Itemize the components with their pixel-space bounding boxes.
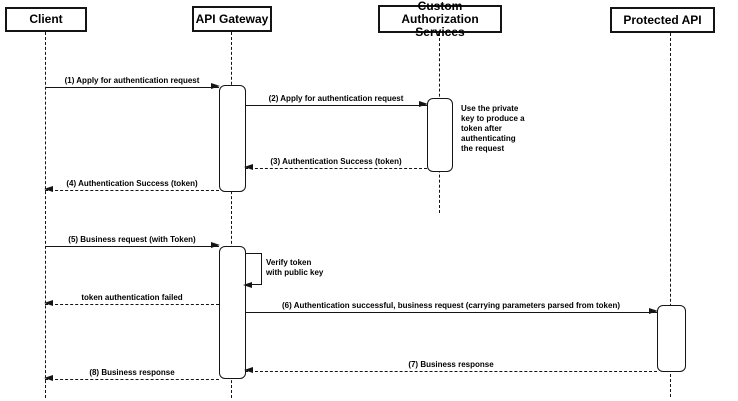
actor-client: Client [5,7,87,32]
msg-7-line [245,371,657,372]
arrowhead-right-icon [649,307,658,314]
msg-8-line [45,379,219,380]
activation-bar-custom-authorization-services [427,98,453,172]
msg-4-label: (4) Authentication Success (token) [66,179,198,188]
arrowhead-left-icon [244,366,253,373]
actor-protected-api: Protected API [610,7,715,33]
actor-protected-api-label: Protected API [623,12,702,27]
arrowhead-left-icon [44,374,53,381]
actor-api-gateway-label: API Gateway [195,11,269,26]
actor-custom-authorization-services-label: Custom Authorization Services [401,0,479,39]
activation-bar-api-gateway-auth [219,85,246,192]
msg-6-line [245,312,657,313]
arrowhead-left-icon [44,185,53,192]
self-msg-verify-token-label: Verify token with public key [266,258,324,277]
msg-7-label: (7) Business response [408,360,494,369]
arrowhead-right-icon [211,82,220,89]
msg-4-line [45,190,219,191]
arrowhead-left-icon [244,163,253,170]
lifeline-api-gateway [231,32,232,398]
actor-api-gateway: API Gateway [192,6,272,32]
msg-1-label: (1) Apply for authentication request [64,76,200,85]
msg-1-line [45,87,219,88]
msg-2-label: (2) Apply for authentication request [268,94,404,103]
activation-bar-protected-api [657,305,686,372]
msg-5-label: (5) Business request (with Token) [68,235,196,244]
msg-8-label: (8) Business response [89,368,175,377]
actor-client-label: Client [29,12,63,26]
arrowhead-right-icon [211,241,220,248]
activation-bar-api-gateway-business [219,246,246,379]
msg-token-failed-line [45,304,219,305]
arrowhead-left-icon [243,282,252,289]
actor-custom-authorization-services: Custom Authorization Services [378,0,502,38]
msg-5-line [45,246,219,247]
msg-6-label: (6) Authentication successful, business … [281,301,621,310]
msg-token-failed-label: token authentication failed [81,293,183,302]
lifeline-protected-api [670,33,671,397]
msg-2-line [245,105,427,106]
lifeline-client [45,32,46,398]
msg-3-line [245,168,427,169]
note-private-key: Use the private key to produce a token a… [461,104,525,153]
msg-3-label: (3) Authentication Success (token) [270,157,402,166]
arrowhead-left-icon [44,299,53,306]
arrowhead-right-icon [419,100,428,107]
self-msg-verify-token: Verify token with public key [243,253,323,289]
